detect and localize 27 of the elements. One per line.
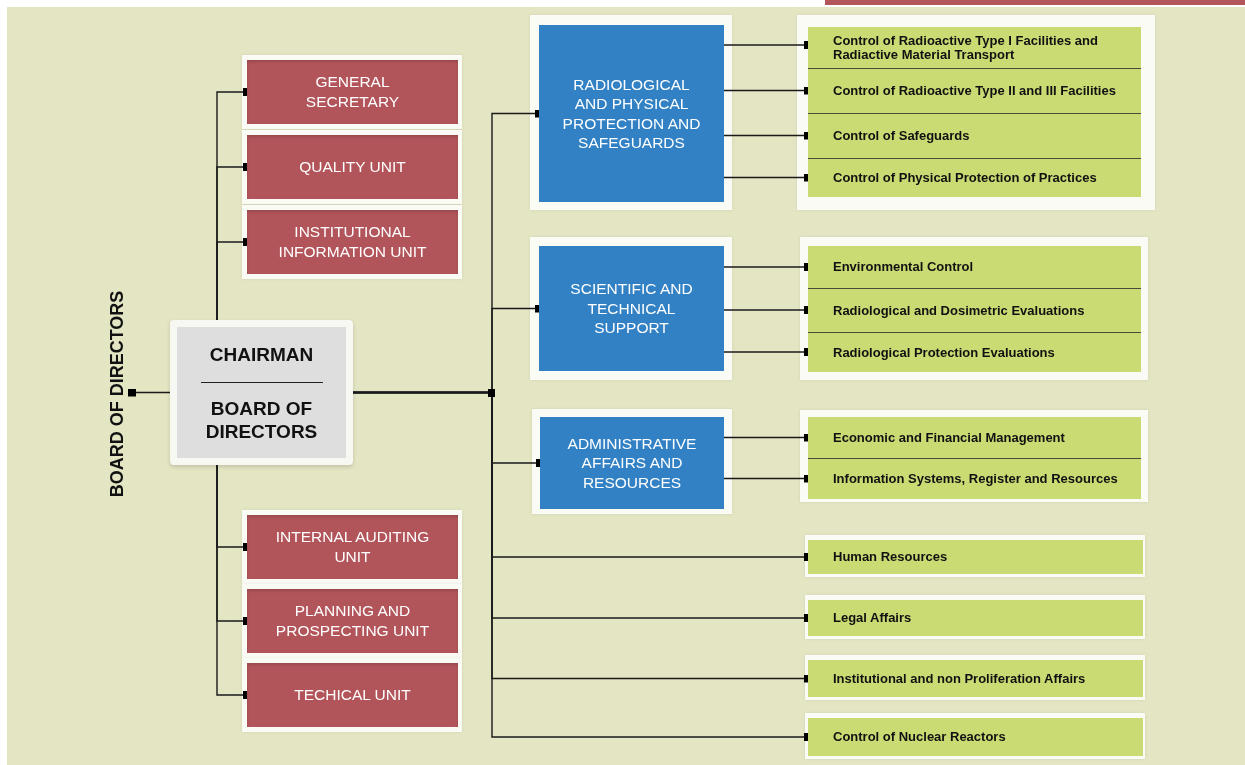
division-box: Institutional and non Proliferation Affairs — [808, 660, 1143, 697]
unit-box: INSTITUTIONAL INFORMATION UNIT — [247, 210, 458, 274]
division-box: Legal Affairs — [808, 600, 1143, 636]
division-box: Control of Radioactive Type II and III Facilities — [808, 68, 1141, 113]
unit-box: GENERAL SECRETARY — [247, 60, 458, 124]
unit-box: INTERNAL AUDITING UNIT — [247, 515, 458, 579]
unit-box: PLANNING AND PROSPECTING UNIT — [247, 589, 458, 653]
division-box: Information Systems, Register and Resources — [808, 458, 1141, 499]
subtitle-text: BOARD OF DIRECTORS — [204, 396, 319, 443]
division-box: Control of Physical Protection of Practices — [808, 158, 1141, 197]
division-box: Control of Nuclear Reactors — [808, 718, 1143, 756]
vertical-heading: BOARD OF DIRECTORS — [102, 279, 132, 509]
division-box: Human Resources — [808, 540, 1143, 574]
unit-box: TECHICAL UNIT — [247, 663, 458, 727]
connector — [128, 388, 171, 397]
division-box: Economic and Financial Management — [808, 417, 1141, 458]
department-box: ADMINISTRATIVE AFFAIRS AND RESOURCES — [540, 417, 724, 509]
chairman-box — [170, 320, 353, 465]
division-box: Radiological Protection Evaluations — [808, 332, 1141, 372]
division-box: Environmental Control — [808, 246, 1141, 288]
division-box: Control of Safeguards — [808, 113, 1141, 158]
division-box: Radiological and Dosimetric Evaluations — [808, 288, 1141, 332]
department-box: RADIOLOGICAL AND PHYSICAL PROTECTION AND SAFEGUARDS — [539, 25, 724, 202]
department-box: SCIENTIFIC AND TECHNICAL SUPPORT — [539, 246, 724, 371]
unit-box: QUALITY UNIT — [247, 135, 458, 199]
division-box: Control of Radioactive Type I Facilities and Radiactive Material Transport — [808, 27, 1141, 68]
title-text: CHAIRMAN — [209, 342, 314, 366]
